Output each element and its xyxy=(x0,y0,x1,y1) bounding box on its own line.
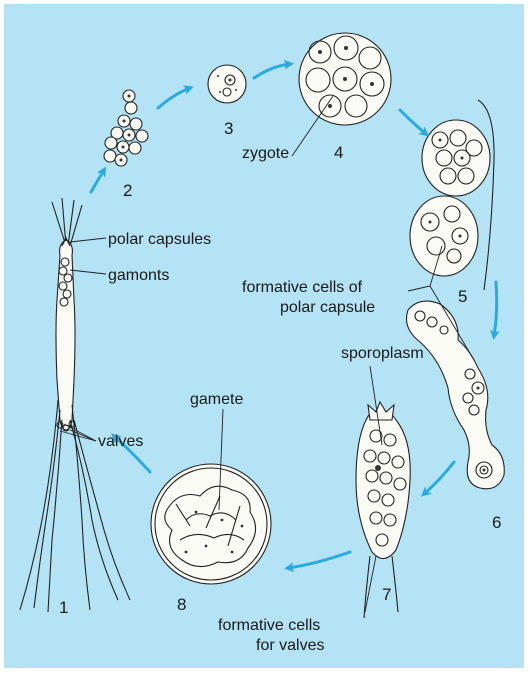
arrow-7-to-8 xyxy=(288,552,350,568)
label-gamonts: gamonts xyxy=(108,267,169,284)
arrow-5-to-6 xyxy=(494,282,497,336)
stage-number-3: 3 xyxy=(224,119,233,138)
label-polar-capsules: polar capsules xyxy=(108,231,211,248)
label-formative-cells-polar-line1: formative cells of xyxy=(242,279,363,296)
stage-number-6: 6 xyxy=(492,513,501,532)
arrow-6-to-7 xyxy=(424,462,454,494)
stage-number-7: 7 xyxy=(382,585,391,604)
stage-5-sporoblast xyxy=(410,100,494,290)
label-formative-cells-valves-line1: formative cells xyxy=(218,617,320,634)
label-formative-cells-polar-line2: polar capsule xyxy=(280,299,375,316)
label-sporoplasm: sporoplasm xyxy=(341,345,424,362)
stage-number-1: 1 xyxy=(59,598,68,617)
label-valves: valves xyxy=(98,433,143,450)
stage-3-cell xyxy=(208,65,246,103)
arrow-3-to-4 xyxy=(254,64,290,78)
arrow-2-to-3 xyxy=(158,88,190,108)
label-gamete: gamete xyxy=(190,391,243,408)
label-formative-cells-valves-line2: for valves xyxy=(256,637,324,654)
stage-1-spore xyxy=(20,198,130,612)
arrow-4-to-5 xyxy=(400,110,426,134)
label-zygote: zygote xyxy=(242,145,289,162)
stage-2-cells xyxy=(104,90,148,166)
stage-number-8: 8 xyxy=(177,595,186,614)
stage-4-cyst xyxy=(299,33,391,125)
arrow-1-to-2 xyxy=(91,170,104,192)
stage-number-4: 4 xyxy=(334,143,343,162)
stage-number-2: 2 xyxy=(123,181,132,200)
stage-8-cyst xyxy=(151,464,271,584)
stage-number-5: 5 xyxy=(458,287,467,306)
